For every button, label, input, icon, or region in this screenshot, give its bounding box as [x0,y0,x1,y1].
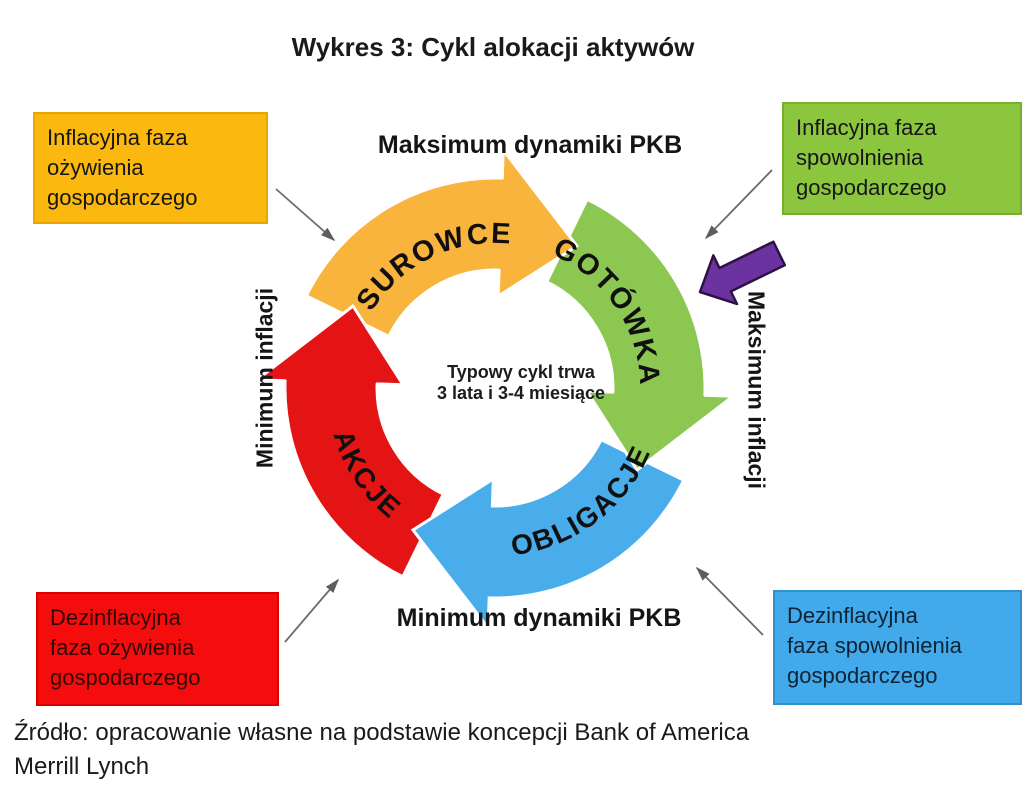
phase-box-inflation-slowdown: Inflacyjna faza spowolnienia gospodarcze… [782,102,1022,215]
cycle-duration-line1: Typowy cykl trwa [447,361,595,382]
connector-arrow-top-left-icon [275,188,336,242]
phase-box-line: spowolnienia [796,144,924,170]
axis-label-inflation-min: Minimum inflacji [251,287,278,469]
gotowka-arc-arrow [545,197,735,472]
phase-box-line: faza spowolnienia [787,632,962,658]
cycle-duration-note: Typowy cykl trwa 3 lata i 3-4 miesiące [437,362,605,404]
connector-arrow-bottom-left-icon [284,578,340,643]
phase-box-line: gospodarczego [796,174,947,200]
phase-box-line: Inflacyjna faza [47,125,188,150]
connector-arrow-bottom-right-icon [695,566,764,636]
phase-box-disinflation-slowdown: Dezinflacyjna faza spowolnienia gospodar… [773,590,1022,705]
phase-box-line: Dezinflacyjna [787,603,918,628]
phase-box-line: ożywienia [47,154,144,180]
phase-box-line: Dezinflacyjna [50,605,181,630]
obligacje-arrowhead-outline [410,478,493,627]
phase-box-line: gospodarczego [47,184,198,210]
axis-label-gdp-min: Minimum dynamiki PKB [396,604,682,632]
phase-box-inflation-recovery: Inflacyjna faza ożywienia gospodarczego [33,112,268,224]
phase-box-line: gospodarczego [50,664,201,690]
phase-box-line: gospodarczego [787,662,938,688]
phase-box-line: faza ożywienia [50,634,195,660]
phase-box-disinflation-recovery: Dezinflacyjna faza ożywienia gospodarcze… [36,592,279,706]
cycle-duration-line2: 3 lata i 3-4 miesiące [436,383,606,403]
axis-label-gdp-max: Maksimum dynamiki PKB [377,131,683,159]
akcje-arc-arrow [255,304,445,579]
obligacje-arrowhead-overlay [413,479,492,626]
source-line1: Źródło: opracowanie własne na podstawie … [14,719,750,746]
page-title: Wykres 3: Cykl alokacji aktywów [291,32,695,62]
surowce-arc-arrow [304,148,579,338]
source-line2: Merrill Lynch [14,753,150,781]
current-position-arrow-icon [698,240,787,306]
source-note: Źródło: opracowanie własne na podstawie … [14,716,749,784]
connector-arrow-top-right-icon [704,169,773,240]
axis-label-inflation-max: Maksimum inflacji [743,290,770,490]
phase-box-line: Inflacyjna faza [796,115,937,140]
